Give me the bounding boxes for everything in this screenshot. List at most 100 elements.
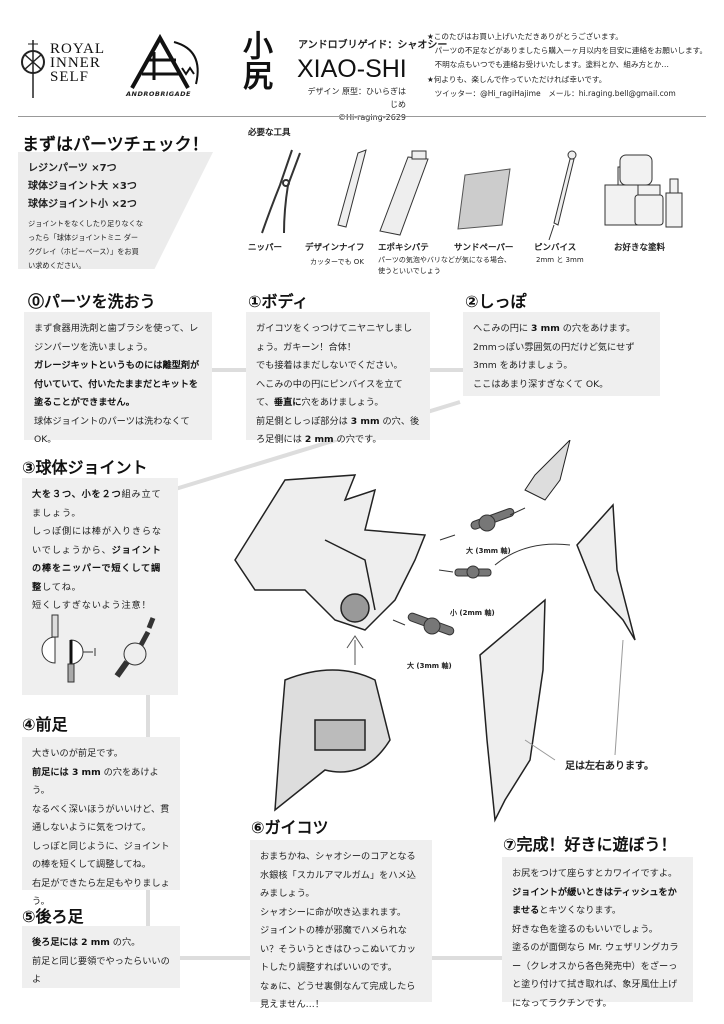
step-paragraph: 大を３つ、小を２つ組み立てましょう。 [32,486,168,523]
header-divider [18,116,706,117]
text: ここはあまり深すぎなくて OK。 [473,378,609,390]
pin-vise-icon [548,150,577,240]
header-notes: ★このたびはお買い上げいただきありがとうございます。 パーツの不足などがありまし… [427,30,717,101]
text: 組み立てましょう。 [32,489,162,519]
text: とキツくなります。 [539,905,622,916]
tool-sub-design-knife: カッターでも OK [310,258,364,266]
tool-sub-epoxy-putty: パーツの気泡やバリなどが気になる場合、 使うといいでしょう [378,256,511,275]
text: の穴、後ろ足側には [256,415,420,446]
logo-line: ROYAL [50,41,106,57]
step-3-title: ③球体ジョイント [22,458,148,477]
flow-arrow [432,956,502,960]
text: 塗るのが面倒なら Mr. ウェザリングカラー（クレオスから各色発売中）をざーっと… [512,942,679,1009]
tool-label-epoxy-putty: エポキシパテ [378,243,429,253]
logo-line: INNER [50,55,101,71]
step-paragraph: まず食器用洗剤と歯ブラシを使って、レジンパーツを洗いましょう。 [34,320,202,357]
parts-check-title: まずはパーツチェック！ [22,135,209,155]
text: 右足ができたら左足もやりましょう。 [32,877,170,908]
front-leg-illustration [479,598,546,823]
bold-text: 大を３つ、小を２つ [32,489,122,500]
bold-text: 垂直に [273,397,302,408]
text: ジョイントの棒が邪魔でハメられない？そういうときはひっこぬいてカットしたり調整す… [260,925,416,973]
flow-arrow [146,695,150,737]
step-paragraph: ガイコツをくっつけてニヤニヤしましょう。ガキーン！合体！ [256,320,420,357]
text: しっぽと同じように、ジョイントの棒を短くして調整してね。 [32,840,170,871]
step-paragraph: 好きな色を塗るのもいいでしょう。 [512,921,683,940]
joint-label-large-1: 大 (3mm 軸) [466,547,511,555]
step-paragraph: ジョイントの棒が邪魔でハメられない？そういうときはひっこぬいてカットしたり調整す… [260,922,422,978]
bold-text: ジョイントが緩いときはティッシュをかませる [512,886,677,917]
logo-wordmark: ANDROBRIGADE [126,90,191,98]
androbrigade-emblem-icon [130,33,199,89]
note-line: ★何よりも、楽しんで作っていただければ幸いです。 [427,74,607,84]
epoxy-putty-icon [379,150,429,236]
bold-text: 3 mm [350,415,380,427]
nipper-icon [261,149,301,234]
text: ガイコツをくっつけてニヤニヤしましょう。ガキーン！合体！ [256,323,413,353]
step-paragraph: 前足には 3 mm の穴をあけよう。 [32,764,170,801]
flow-arrow [212,368,246,372]
text: の穴をあけます。 [559,323,636,334]
step-paragraph: しっぽと同じように、ジョイントの棒を短くして調整してね。 [32,838,170,875]
kanji-title: 小尻 [237,30,272,90]
joint-label-small: 小 (2mm 軸) [450,609,495,617]
tools-title: 必要な工具 [248,128,291,138]
text: へこみの円に [473,323,532,334]
callout-lines [524,639,624,761]
text: シャオシーに命が吹き込まれます。 [260,906,407,918]
text: の穴。 [109,937,141,948]
parts-item: 球体ジョイント小 ×2つ [28,199,137,210]
step-0-box: まず食器用洗剤と歯ブラシを使って、レジンパーツを洗いましょう。ガレージキットとい… [24,312,212,445]
step-1-box: ガイコツをくっつけてニヤニヤしましょう。ガキーン！合体！ でも接着はまだしないでく… [246,312,430,445]
note-line: ★このたびはお買い上げいただきありがとうございます。 [427,32,623,41]
tool-label-nipper: ニッパー [248,243,283,253]
text: なるべく深いほうがいいけど、貫通しないように気をつけて。 [32,803,170,834]
step-paragraph: 球体ジョイントのパーツは洗わなくて OK。 [34,413,202,450]
product-subtitle: アンドロブリゲイド：シャオシー [298,40,448,51]
step-paragraph: お尻をつけて座らすとカワイイですよ。 [512,865,683,884]
direction-arrows [392,507,571,626]
step-paragraph: 前足側としっぽ部分は 3 mm の穴、後ろ足側には 2 mm の穴です。 [256,413,420,450]
step-paragraph: へこみの中の円にピンバイスを立てて、垂直に穴をあけましょう。 [256,376,420,413]
royal-inner-self-emblem-icon [21,40,45,98]
step-paragraph: 2mmっぽい雰囲気の円だけど気にせず 3mm をあけましょう。 [473,339,650,376]
step-paragraph: 前足と同じ要領でやったらいいのよ [32,953,170,990]
text: 穴をあけましょう。 [301,397,384,408]
step-paragraph: 短くしすぎないよう注意！ [32,597,168,616]
bold-text: ガレージキットというものには離型剤が付いていて、付いたたままだとキットを塗ること… [34,360,200,408]
text: でも接着はまだしないでください。 [256,360,403,371]
bold-text: ジョイントの棒をニッパーで短くして調整 [32,544,162,593]
step-1-title: ①ボディ [248,292,309,311]
parts-item: 球体ジョイント大 ×3つ [28,181,137,192]
step-paragraph: ガレージキットというものには離型剤が付いていて、付いたたままだとキットを塗ること… [34,357,202,413]
step-6-box: おまちかね、シャオシーのコアとなる水銀核「スカルアマルガム」をハメ込みましょう。… [250,840,432,1010]
tool-label-pin-vise: ピンバイス [534,243,577,253]
text: へこみの中の円にピンバイスを立てて、 [256,378,403,409]
joint-large-icon [470,508,515,532]
product-title: XIAO-SHI [297,55,407,83]
tool-label-design-knife: デザインナイフ [305,243,365,253]
joint-large-icon [407,612,455,636]
copyright: ©Hi-raging-2629 [337,113,406,122]
step-paragraph: 塗るのが面倒なら Mr. ウェザリングカラー（クレオスから各色発売中）をざーっと… [512,939,683,1013]
note-line: パーツの不足などがありましたら購入一ヶ月以内を目安に連絡をお願いします。 [427,46,708,56]
step-paragraph: でも接着はまだしないでください。 [256,357,420,376]
step-paragraph: シャオシーに命が吹き込まれます。 [260,904,422,923]
step-paragraph: 右足ができたら左足もやりましょう。 [32,875,170,912]
body-part-illustration [234,474,427,631]
ball-joint-assembly-icon [41,614,156,683]
text: 前足と同じ要領でやったらいいのよ [32,955,170,986]
step-5-title: ⑤後ろ足 [22,907,84,926]
joint-label-large-2: 大 (3mm 軸) [407,662,452,670]
step-paragraph: 後ろ足には 2 mm の穴。 [32,934,170,953]
text: してね。 [42,581,82,593]
parts-check-box: レジンパーツ ×7つ 球体ジョイント大 ×3つ 球体ジョイント小 ×2つ ジョイ… [18,152,213,269]
legs-note: 足は左右あります。 [565,761,654,772]
text: 2mmっぽい雰囲気の円だけど気にせず 3mm をあけましょう。 [473,341,635,372]
text: 前足側としっぽ部分は [256,415,351,427]
step-2-title: ②しっぽ [465,292,527,311]
text: 球体ジョイントのパーツは洗わなくて OK。 [34,415,190,446]
step-paragraph: 大きいのが前足です。 [32,745,170,764]
flow-arrow [180,956,250,960]
step-6-title: ⑥ガイコツ [251,818,329,837]
